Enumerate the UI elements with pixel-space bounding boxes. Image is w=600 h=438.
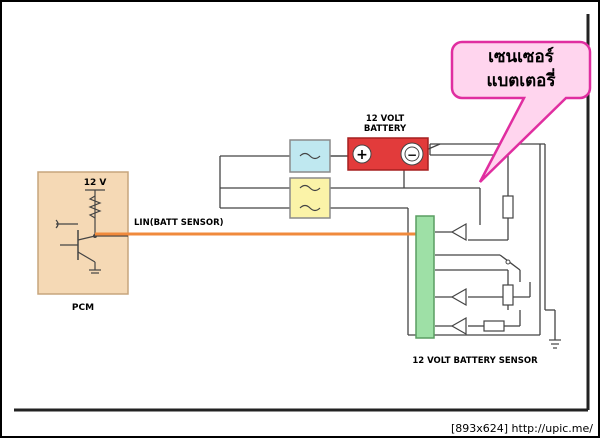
battery-plus-sign: + (356, 147, 368, 163)
ground-icon (549, 339, 561, 349)
amplifier-3 (450, 316, 467, 336)
thai-callout (450, 40, 592, 183)
battery: + − (347, 137, 429, 171)
switch-contact (505, 259, 511, 265)
battery-sensor-bar (415, 215, 435, 339)
relay-box (289, 177, 331, 219)
amplifier-2 (450, 287, 467, 307)
callout-line2: แบตเตอรี่ (487, 68, 557, 91)
pcm-resistor (88, 195, 102, 219)
lin-label: LIN(BATT SENSOR) (134, 218, 224, 228)
sensor-resistor-top (502, 195, 514, 219)
footer-watermark: [893x624] http://upic.me/ (451, 422, 593, 435)
pcm-label: PCM (72, 303, 94, 313)
battery-label-line2: BATTERY (364, 124, 407, 134)
sensor-label: 12 VOLT BATTERY SENSOR (412, 356, 538, 366)
battery-positive-terminal (352, 144, 372, 164)
battery-label-line1: 12 VOLT (366, 114, 404, 124)
fuse-box (289, 139, 331, 173)
amplifier-1 (450, 222, 467, 242)
battery-minus-sign: − (407, 148, 417, 162)
sensor-resistor-mid (502, 284, 514, 306)
callout-line1: เซนเซอร์ (488, 46, 555, 67)
sensor-resistor-bottom (483, 320, 505, 332)
amplifier-symbols (435, 222, 467, 336)
pcm-voltage-label: 12 V (84, 178, 107, 188)
wiring (219, 143, 556, 340)
